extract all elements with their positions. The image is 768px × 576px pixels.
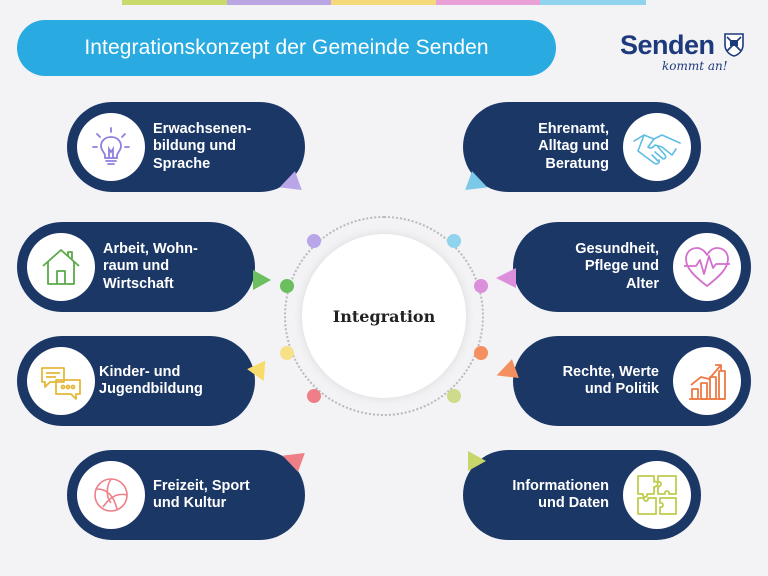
topic-kinder-jugendbildung: Kinder- und Jugendbildung — [17, 336, 255, 426]
accent-arrow-lime — [468, 451, 486, 471]
lightbulb-icon — [92, 127, 130, 165]
top-stripe-yellow — [331, 0, 436, 5]
topic-label: Rechte, Werte und Politik — [563, 336, 659, 426]
topic-label-line: bildung und — [153, 138, 236, 155]
topic-arbeit-wohnraum: Arbeit, Wohn- raum und Wirtschaft — [17, 222, 255, 312]
ring-dot-purple — [307, 234, 321, 248]
topic-freizeit-sport: Freizeit, Sport und Kultur — [67, 450, 305, 540]
speech-bubbles-icon — [41, 367, 81, 400]
topic-label-line: Alter — [625, 275, 659, 292]
ring-dot-blue — [447, 234, 461, 248]
ring-dot-yellow — [280, 346, 294, 360]
topic-label: Ehrenamt, Alltag und Beratung — [538, 102, 609, 192]
topic-label-line: Jugendbildung — [99, 381, 203, 397]
topic-label: Gesundheit, Pflege und Alter — [575, 222, 659, 312]
topic-label: Erwachsenen- bildung und Sprache — [153, 102, 251, 192]
topic-label-line: Pflege und — [584, 258, 659, 275]
topic-gesundheit: Gesundheit, Pflege und Alter — [513, 222, 751, 312]
topic-label-line: Kinder- und — [99, 363, 181, 380]
house-icon — [42, 249, 80, 285]
topic-label-line: Erwachsenen- — [153, 120, 252, 137]
logo-wordmark: Senden — [620, 30, 715, 60]
hub-ring — [284, 216, 484, 416]
top-stripe-pink — [436, 0, 540, 5]
coat-of-arms-icon — [724, 33, 744, 57]
hub-circle: Integration — [302, 234, 466, 398]
topic-erwachsenenbildung: Erwachsenen- bildung und Sprache — [67, 102, 305, 192]
hub-label: Integration — [332, 306, 436, 326]
logo-tagline: kommt an! — [662, 59, 728, 73]
top-stripe-green — [122, 0, 227, 5]
topic-label-line: Informationen — [512, 477, 609, 494]
topic-rechte-werte: Rechte, Werte und Politik — [513, 336, 751, 426]
topic-label: Informationen und Daten — [512, 450, 609, 540]
ring-dot-orange — [474, 346, 488, 360]
top-stripe-purple — [227, 0, 331, 5]
puzzle-icon — [637, 475, 677, 515]
accent-arrow-green — [253, 270, 271, 290]
topic-icon-circle — [77, 113, 145, 181]
topic-label-line: Alltag und — [538, 138, 609, 155]
topic-label-line: Arbeit, Wohn- — [103, 240, 198, 257]
topic-icon-circle — [673, 347, 741, 415]
topic-label-line: und Politik — [584, 381, 659, 397]
topic-label: Kinder- und Jugendbildung — [99, 336, 203, 426]
topic-icon-circle — [623, 113, 691, 181]
topic-label-line: Beratung — [545, 155, 609, 172]
topic-label-line: Ehrenamt, — [538, 120, 609, 137]
topic-ehrenamt: Ehrenamt, Alltag und Beratung — [463, 102, 701, 192]
top-stripe-blue — [540, 0, 646, 5]
volleyball-icon — [94, 478, 128, 512]
accent-arrow-pink — [496, 268, 516, 288]
topic-label-line: Wirtschaft — [103, 275, 174, 292]
topic-icon-circle — [27, 233, 95, 301]
topic-label-line: und Kultur — [153, 495, 227, 511]
topic-label-line: Sprache — [153, 155, 211, 172]
topic-label: Freizeit, Sport und Kultur — [153, 450, 250, 540]
topic-informationen: Informationen und Daten — [463, 450, 701, 540]
topic-label: Arbeit, Wohn- raum und Wirtschaft — [103, 222, 198, 312]
topic-label-line: Rechte, Werte — [562, 363, 659, 380]
ring-dot-lime — [447, 389, 461, 403]
topic-label-line: Freizeit, Sport — [153, 477, 250, 494]
topic-icon-circle — [623, 461, 691, 529]
topic-label-line: raum und — [103, 258, 170, 275]
topic-icon-circle — [673, 233, 741, 301]
heartbeat-icon — [684, 247, 730, 287]
topic-label-line: und Daten — [538, 495, 609, 511]
ring-dot-green — [280, 279, 294, 293]
handshake-icon — [633, 134, 681, 165]
bar-chart-arrow-icon — [689, 364, 726, 400]
ring-dot-pink — [474, 279, 488, 293]
page-title: Integrationskonzept der Gemeinde Senden — [17, 20, 556, 76]
topic-icon-circle — [27, 347, 95, 415]
topic-label-line: Gesundheit, — [575, 240, 659, 257]
topic-icon-circle — [77, 461, 145, 529]
senden-logo: Senden kommt an! — [620, 30, 745, 75]
ring-dot-red — [307, 389, 321, 403]
page-title-text: Integrationskonzept der Gemeinde Senden — [84, 36, 489, 59]
